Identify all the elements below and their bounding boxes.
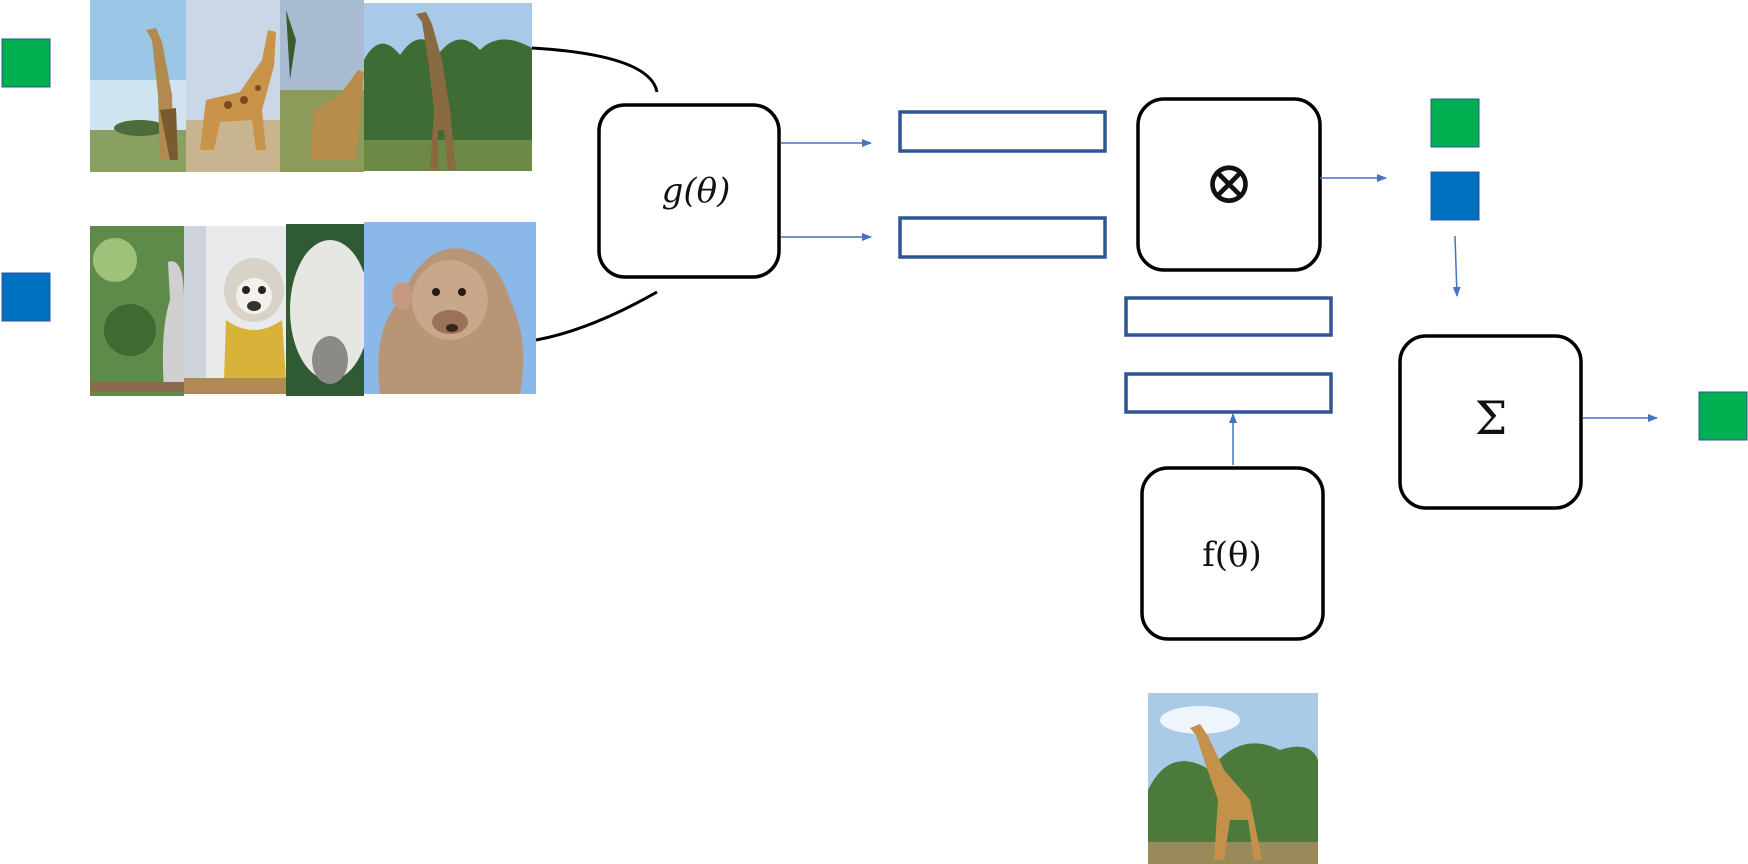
- node-product-label: ⊗: [1204, 148, 1254, 218]
- node-product: ⊗: [1136, 97, 1322, 272]
- support-embedding-monkey: [898, 216, 1107, 259]
- prediction-square-giraffe: [1698, 391, 1748, 441]
- giraffe-photo-4: [364, 3, 532, 171]
- query-embedding-1: [1124, 296, 1333, 337]
- score-square-monkey: [1430, 171, 1480, 221]
- score-square-giraffe: [1430, 98, 1480, 148]
- monkey-photo-2: [184, 226, 286, 394]
- query-giraffe-photo: [1148, 693, 1318, 864]
- monkey-photo-1: [90, 226, 184, 396]
- node-f-theta: f(θ): [1140, 466, 1325, 641]
- connector-monkey-to-g: [535, 290, 658, 342]
- node-sum-label: Σ: [1475, 391, 1508, 445]
- node-sum: Σ: [1398, 334, 1583, 510]
- monkey-photo-3: [286, 224, 364, 396]
- node-g-theta-label: g(θ): [662, 171, 731, 211]
- support-embedding-giraffe: [898, 110, 1107, 153]
- giraffe-photo-2: [186, 0, 280, 172]
- class-square-giraffe: [1, 38, 51, 88]
- giraffe-photo-3: [280, 0, 364, 172]
- query-embedding-2: [1124, 372, 1333, 414]
- node-f-theta-label: f(θ): [1202, 535, 1262, 575]
- arrow-scores-to-sum: [1452, 235, 1461, 297]
- class-square-monkey: [1, 272, 51, 322]
- connector-giraffe-to-g: [531, 46, 659, 93]
- support-images-giraffe: [90, 0, 532, 172]
- giraffe-photo-1: [90, 0, 186, 172]
- support-images-monkey: [90, 222, 536, 396]
- node-g-theta: g(θ): [597, 103, 781, 279]
- monkey-photo-4: [364, 222, 536, 394]
